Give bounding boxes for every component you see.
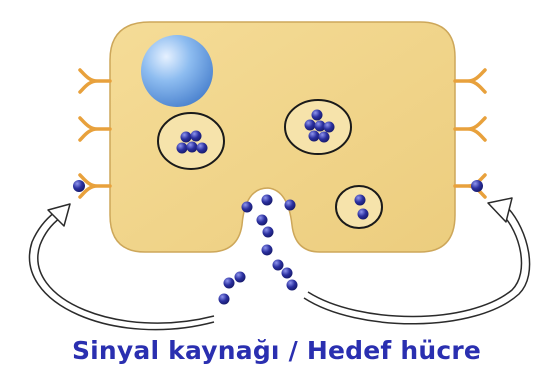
signal-molecule-icon [263, 227, 274, 238]
signal-molecule-icon [262, 195, 273, 206]
signal-molecule-icon [224, 278, 235, 289]
signal-molecule-icon [305, 120, 316, 131]
signal-molecule-icon [257, 215, 268, 226]
receptor-icon [455, 118, 485, 140]
signal-molecule-icon [309, 131, 320, 142]
signal-molecule-icon [285, 200, 296, 211]
receptor-icon [455, 70, 485, 92]
signal-molecule-icon [235, 272, 246, 283]
signal-molecule-icon [187, 142, 198, 153]
signal-molecule-icon [177, 143, 188, 154]
signal-molecule-icon [197, 143, 208, 154]
signal-molecule-icon [262, 245, 273, 256]
signal-molecule-icon [282, 268, 293, 279]
signal-molecule-icon [312, 110, 323, 121]
signal-molecule-icon [324, 122, 335, 133]
signal-molecule-icon [287, 280, 298, 291]
receptor-icon [80, 118, 110, 140]
signal-molecule-icon [73, 180, 85, 192]
signal-molecule-icon [273, 260, 284, 271]
signal-molecule-icon [319, 132, 330, 143]
receptor-icon [80, 70, 110, 92]
signal-molecule-icon [191, 131, 202, 142]
nucleus [141, 35, 213, 107]
signal-molecule-icon [219, 294, 230, 305]
signal-molecule-icon [181, 132, 192, 143]
signal-molecule-icon [471, 180, 483, 192]
signal-molecule-icon [358, 209, 369, 220]
signal-molecule-icon [242, 202, 253, 213]
vesicle [336, 186, 382, 228]
signal-molecule-icon [355, 195, 366, 206]
vesicle [158, 113, 224, 169]
caption: Sinyal kaynağı / Hedef hücre [0, 336, 553, 365]
